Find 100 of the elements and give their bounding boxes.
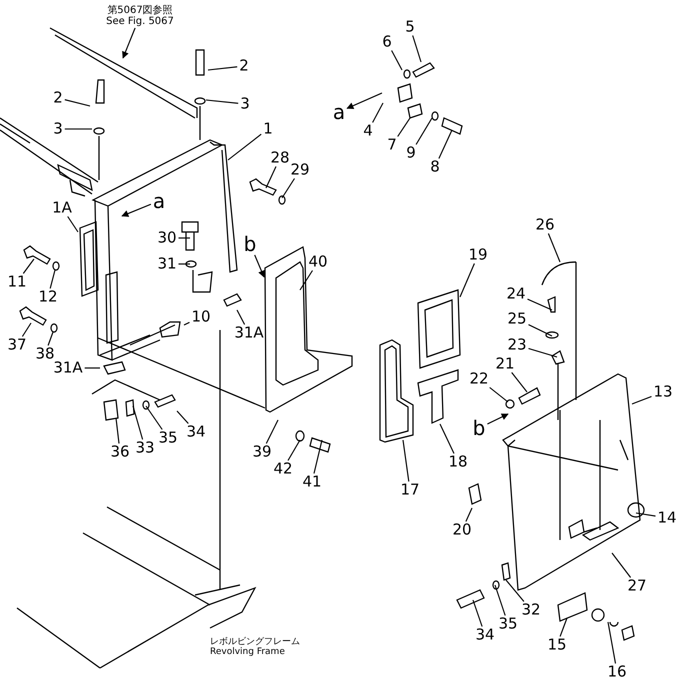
callout-number: 6 bbox=[381, 34, 393, 50]
frame-label: Revolving Frame bbox=[210, 647, 285, 657]
callout-number: 12 bbox=[37, 290, 59, 304]
callout-number: 26 bbox=[534, 218, 556, 232]
leader-line bbox=[48, 332, 54, 346]
callout-number: 37 bbox=[6, 338, 28, 352]
callout-number: 5 bbox=[404, 20, 416, 34]
leader-line bbox=[64, 99, 90, 107]
leader-line bbox=[22, 258, 34, 274]
arrow bbox=[487, 414, 509, 424]
leader-line bbox=[146, 406, 163, 430]
leader-line bbox=[440, 424, 454, 454]
leader-line bbox=[228, 134, 262, 160]
callout-number: 27 bbox=[626, 578, 648, 594]
leader-line bbox=[300, 270, 313, 290]
callout-number: 36 bbox=[109, 444, 131, 460]
leader-line bbox=[84, 367, 100, 369]
callout-number: 35 bbox=[497, 616, 519, 632]
callout-number: 31A bbox=[233, 326, 265, 340]
leader-line bbox=[115, 418, 120, 444]
view-letter: b bbox=[472, 418, 486, 438]
leader-line bbox=[460, 263, 475, 298]
callout-number: 25 bbox=[506, 312, 528, 326]
callout-number: 15 bbox=[546, 638, 568, 652]
leader-line bbox=[528, 348, 558, 358]
leader-line bbox=[416, 118, 432, 145]
leader-line bbox=[489, 387, 508, 402]
leader-line bbox=[511, 372, 528, 392]
leader-line bbox=[528, 324, 552, 336]
callout-number: 34 bbox=[474, 628, 496, 642]
callout-number: 31A bbox=[52, 360, 84, 376]
leader-line bbox=[266, 420, 278, 444]
callout-number: 28 bbox=[269, 150, 291, 166]
leader-line bbox=[50, 270, 56, 289]
callout-number: 7 bbox=[386, 138, 398, 152]
leader-line bbox=[472, 600, 483, 627]
leader-line bbox=[607, 622, 616, 664]
callout-number: 13 bbox=[652, 384, 674, 400]
leader-line bbox=[412, 35, 422, 62]
reference-note: See Fig. 5067 bbox=[106, 16, 174, 27]
leader-line bbox=[67, 216, 78, 232]
leader-line bbox=[438, 130, 452, 159]
callout-number: 38 bbox=[34, 346, 56, 362]
callout-number: 4 bbox=[362, 124, 374, 138]
leader-line bbox=[397, 118, 410, 137]
leader-line bbox=[64, 128, 92, 130]
callout-number: 18 bbox=[447, 454, 469, 470]
callout-number: 40 bbox=[307, 254, 329, 270]
callout-number: 24 bbox=[505, 286, 527, 302]
leader-line bbox=[236, 310, 246, 325]
callout-number: 19 bbox=[467, 248, 489, 262]
leader-line bbox=[206, 99, 238, 104]
view-letter: a bbox=[332, 102, 346, 122]
arrow bbox=[346, 92, 382, 110]
callout-number: 39 bbox=[251, 444, 273, 460]
callout-number: 32 bbox=[520, 602, 542, 618]
leader-line bbox=[391, 50, 402, 70]
leader-line bbox=[560, 618, 568, 637]
arrow bbox=[121, 204, 152, 217]
callout-number: 21 bbox=[494, 356, 516, 372]
callout-number: 8 bbox=[429, 160, 441, 174]
callout-number: 33 bbox=[134, 440, 156, 456]
leader-line bbox=[465, 508, 472, 522]
leader-line bbox=[548, 233, 560, 262]
leader-line bbox=[494, 584, 506, 616]
leader-line bbox=[176, 410, 189, 424]
leader-line bbox=[288, 440, 300, 461]
callout-number: 35 bbox=[157, 430, 179, 446]
reference-note: 第5067図参照 bbox=[106, 5, 174, 16]
callout-number: 31 bbox=[156, 256, 178, 272]
leader-line bbox=[527, 298, 552, 310]
arrow bbox=[254, 254, 265, 278]
callout-number: 34 bbox=[185, 424, 207, 440]
callout-number: 42 bbox=[272, 462, 294, 476]
leader-line bbox=[372, 102, 384, 123]
callout-number: 30 bbox=[156, 230, 178, 246]
view-letter: b bbox=[242, 234, 258, 254]
leader-line bbox=[266, 166, 276, 188]
view-letter: a bbox=[152, 191, 166, 211]
callout-number: 23 bbox=[506, 338, 528, 352]
callout-number: 10 bbox=[190, 310, 212, 324]
callout-number: 9 bbox=[405, 146, 417, 160]
callout-number: 3 bbox=[52, 122, 64, 136]
callout-number: 11 bbox=[6, 274, 28, 290]
leader-line bbox=[208, 66, 238, 71]
callout-number: 29 bbox=[289, 162, 311, 178]
leader-line bbox=[636, 512, 656, 517]
callout-number: 16 bbox=[606, 664, 628, 680]
leader-line bbox=[282, 178, 295, 198]
callout-number: 17 bbox=[399, 482, 421, 498]
leader-line bbox=[313, 440, 323, 474]
callout-number: 22 bbox=[468, 372, 490, 386]
leader-line bbox=[178, 237, 190, 239]
callout-number: 1A bbox=[51, 200, 73, 216]
leader-line bbox=[132, 406, 144, 440]
leader-line bbox=[402, 440, 410, 482]
arrow bbox=[122, 28, 136, 59]
callout-number: 14 bbox=[656, 510, 678, 526]
leader-line bbox=[632, 396, 652, 405]
callout-number: 41 bbox=[301, 474, 323, 490]
